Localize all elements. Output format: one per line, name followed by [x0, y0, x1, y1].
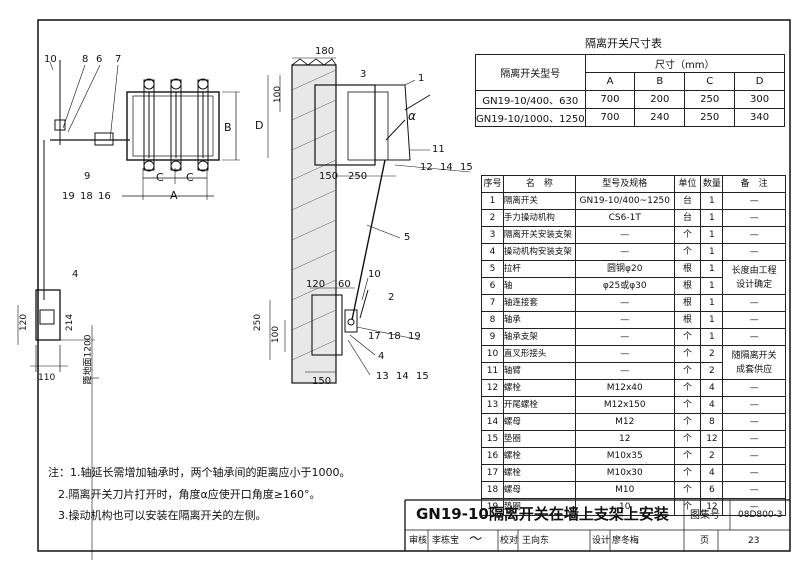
part-spec: 10 — [574, 498, 675, 516]
callout-3: 3 — [360, 69, 367, 80]
review-name: 李栋宝 — [432, 536, 460, 546]
dim-110: 110 — [38, 373, 56, 383]
part-note-line: 长度由工程 — [731, 265, 777, 276]
note-3: 3.操动机构也可以安装在隔离开关的左侧。 — [58, 509, 267, 522]
dim-d: D — [255, 119, 264, 132]
callout-15-top: 15 — [460, 162, 473, 173]
callout-5: 5 — [404, 232, 411, 243]
callout-14-low: 14 — [396, 371, 409, 382]
atlas-number: 08D800-3 — [738, 510, 783, 520]
dim-c-1: C — [156, 171, 164, 184]
callout-14-top: 14 — [440, 162, 453, 173]
check-label: 校对 — [500, 536, 519, 546]
callout-12: 12 — [420, 162, 433, 173]
part-name: 垫圈 — [502, 498, 576, 516]
dim-180: 180 — [315, 46, 335, 57]
callout-17: 17 — [368, 331, 381, 342]
callout-10-side: 10 — [368, 269, 381, 280]
review-label: 审核 — [409, 536, 428, 546]
part-note-line: 随隔离开关 — [731, 350, 777, 361]
page-label: 页 — [700, 536, 710, 546]
callout-19: 19 — [62, 191, 75, 202]
check-name: 王向东 — [522, 536, 550, 546]
drawing-title: GN19-10隔离开关在墙上支架上安装 — [416, 505, 669, 523]
callout-18-side: 18 — [388, 331, 401, 342]
note-1: 注：1.轴延长需增加轴承时，两个轴承间的距离应小于1000。 — [48, 466, 351, 479]
side-view — [267, 57, 471, 384]
callout-18: 18 — [80, 191, 93, 202]
dim-60-low: 60 — [338, 279, 351, 290]
callout-4-side: 4 — [378, 351, 385, 362]
switch-base — [126, 91, 220, 161]
mechanism-bracket — [311, 294, 343, 356]
callout-1: 1 — [418, 73, 425, 84]
front-view — [17, 60, 240, 560]
sheet-frame — [37, 19, 791, 552]
design-label: 设计 — [592, 536, 611, 546]
dim-b: B — [224, 121, 232, 134]
dim-150-top: 150 — [319, 171, 339, 182]
callout-19-side: 19 — [408, 331, 421, 342]
design-name: 廖冬梅 — [612, 536, 640, 546]
atlas-label: 图集号 — [690, 510, 720, 521]
dim-table-row: GN19-10/1000、1250 700 240 250 340 — [475, 108, 785, 127]
callout-4-front: 4 — [72, 269, 79, 280]
part-qty: 6 — [700, 481, 724, 499]
part-note-line: 成套供应 — [736, 364, 773, 375]
part-qty: 4 — [700, 464, 724, 482]
operating-mechanism — [35, 289, 61, 341]
wall — [291, 64, 337, 384]
callout-7: 7 — [115, 54, 122, 65]
switch-bracket — [314, 84, 376, 166]
note-2: 2.隔离开关刀片打开时，角度α应使开口角度≥160°。 — [58, 488, 321, 501]
part-note-line: 设计确定 — [736, 279, 773, 290]
callout-9: 9 — [84, 171, 91, 182]
dim-c-2: C — [186, 171, 194, 184]
dim-row-d: 340 — [734, 108, 785, 127]
dim-150-low: 150 — [312, 376, 332, 387]
pull-rod — [351, 159, 386, 321]
switch-poles — [143, 78, 209, 172]
dim-a: A — [170, 189, 178, 202]
dim-table-title: 隔离开关尺寸表 — [585, 37, 662, 50]
part-note: — — [722, 498, 786, 516]
callout-16: 16 — [98, 191, 111, 202]
dim-table: 隔离开关型号 尺寸（mm） A B C D GN19-10/400、630 70… — [475, 54, 786, 127]
label-alpha: α — [408, 109, 416, 123]
part-qty: 12 — [700, 498, 724, 516]
dim-table-model-header: 隔离开关型号 — [475, 54, 586, 91]
review-signature: 〜 — [468, 532, 482, 547]
dim-250-top: 250 — [348, 171, 368, 182]
callout-15-low: 15 — [416, 371, 429, 382]
callout-13: 13 — [376, 371, 389, 382]
dim-120-low: 120 — [306, 279, 326, 290]
callout-8: 8 — [82, 54, 89, 65]
callout-11: 11 — [432, 144, 445, 155]
page-number: 23 — [748, 536, 760, 546]
callout-2: 2 — [388, 292, 395, 303]
callout-10: 10 — [44, 54, 57, 65]
callout-6: 6 — [96, 54, 103, 65]
